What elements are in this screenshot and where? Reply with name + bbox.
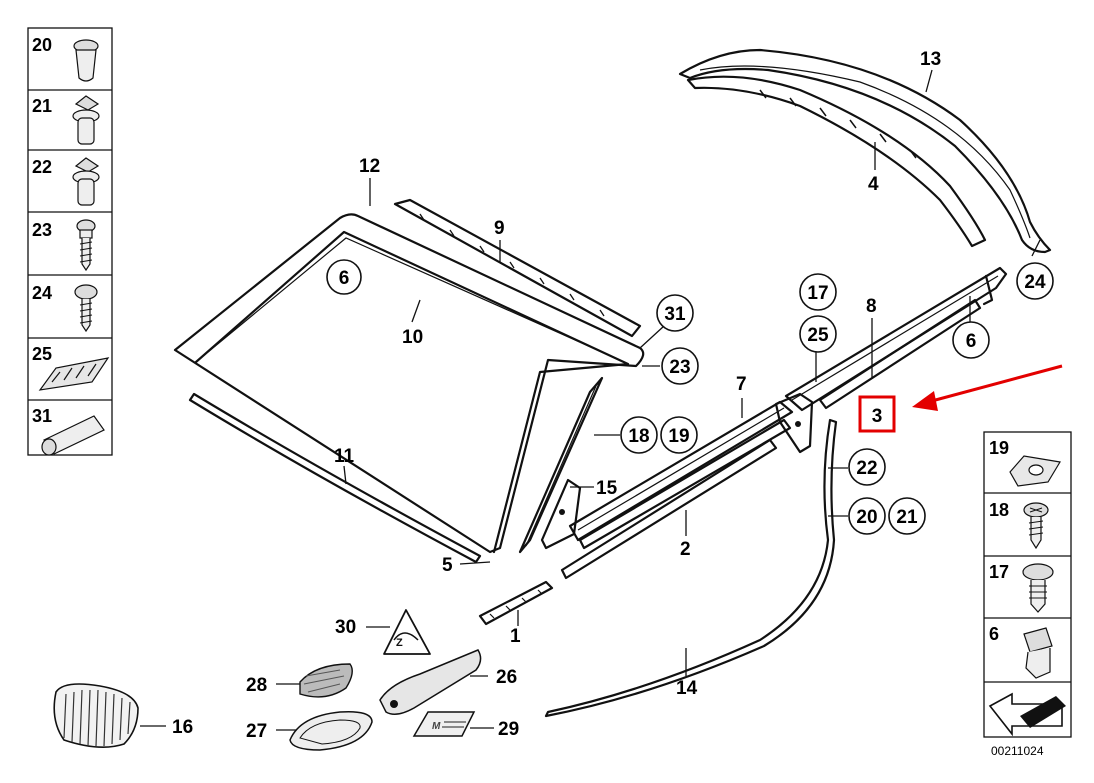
label-3: 3 — [872, 406, 883, 427]
left-panel-label-21: 21 — [32, 96, 52, 116]
svg-text:Z: Z — [396, 637, 403, 649]
circled-label-23: 23 — [669, 357, 690, 378]
red-pointer-arrow — [912, 364, 1063, 411]
left-panel-label-31: 31 — [32, 406, 52, 426]
circled-label-22: 22 — [856, 458, 877, 479]
left-panel-label-22: 22 — [32, 157, 52, 177]
bracket-3 — [774, 392, 814, 454]
a-pillar-strip — [518, 376, 604, 554]
badge-30: Z — [383, 609, 431, 655]
svg-text:M: M — [432, 721, 441, 732]
label-4: 4 — [868, 174, 879, 195]
right-panel-label-19: 19 — [989, 438, 1009, 458]
label-15: 15 — [596, 478, 618, 499]
fog-cover-27 — [289, 710, 373, 751]
circled-label-25: 25 — [807, 325, 829, 346]
roof-moulding-9 — [393, 198, 642, 338]
label-14: 14 — [676, 678, 698, 699]
push-clip-icon — [73, 39, 99, 82]
label-29: 29 — [498, 719, 519, 740]
roof-strip-4 — [686, 75, 987, 248]
clip-nut-icon — [1009, 455, 1061, 487]
screw-icon — [76, 219, 96, 272]
door-strip-2 — [560, 438, 778, 580]
label-13: 13 — [920, 49, 941, 70]
label-26: 26 — [496, 667, 517, 688]
circled-label-20: 20 — [856, 507, 877, 528]
label-8: 8 — [866, 296, 877, 317]
circled-label-6b: 6 — [966, 331, 977, 352]
left-panel-label-25: 25 — [32, 344, 52, 364]
kidney-grille-16 — [53, 683, 139, 748]
label-10: 10 — [402, 327, 423, 348]
circled-label-31: 31 — [664, 304, 686, 325]
left-panel-label-23: 23 — [32, 220, 52, 240]
left-fastener-panel: 20 21 22 23 24 25 31 — [27, 27, 113, 456]
door-strip-7 — [568, 400, 794, 550]
label-16: 16 — [172, 717, 193, 738]
label-11: 11 — [334, 446, 355, 467]
direction-arrow-icon — [988, 692, 1066, 737]
label-27: 27 — [246, 721, 267, 742]
label-30: 30 — [335, 617, 356, 638]
side-trim-26 — [379, 649, 482, 715]
label-12: 12 — [359, 156, 380, 177]
label-5: 5 — [442, 555, 453, 576]
right-panel-label-18: 18 — [989, 500, 1009, 520]
left-panel-label-24: 24 — [32, 283, 52, 303]
windshield-lower-seal-11 — [188, 392, 482, 564]
circled-label-19: 19 — [668, 426, 689, 447]
circled-label-18: 18 — [628, 426, 649, 447]
circled-label-6: 6 — [339, 268, 350, 289]
label-28: 28 — [246, 675, 267, 696]
small-strip-1 — [478, 580, 554, 626]
right-fastener-panel: 19 18 17 6 002110 — [983, 431, 1072, 758]
expanding-clip-icon — [72, 95, 100, 145]
sleeve-icon — [41, 415, 105, 456]
push-rivet-icon — [1022, 563, 1054, 613]
label-9: 9 — [494, 218, 505, 239]
grille-insert-28 — [299, 663, 353, 698]
leader-lines — [140, 69, 1041, 731]
roof-side-rail-8 — [784, 266, 1008, 412]
windshield-frame-10 — [173, 213, 645, 554]
screw-icon — [1023, 502, 1049, 550]
expanding-clip-icon — [72, 157, 100, 206]
m-emblem-29: M — [412, 711, 476, 737]
roof-strip-13 — [678, 48, 1052, 254]
screw-icon — [74, 284, 98, 333]
door-seal-14 — [544, 418, 838, 718]
clip-icon — [1023, 627, 1053, 679]
right-panel-label-6: 6 — [989, 624, 999, 644]
label-7: 7 — [736, 374, 747, 395]
right-panel-label-17: 17 — [989, 562, 1009, 582]
circled-label-17: 17 — [807, 283, 828, 304]
circled-label-21: 21 — [896, 507, 918, 528]
highlight-box — [858, 395, 896, 433]
left-panel-label-20: 20 — [32, 35, 52, 55]
circled-label-24: 24 — [1024, 272, 1046, 293]
clip-strip-icon — [38, 357, 110, 391]
label-2: 2 — [680, 539, 691, 560]
diagram-code: 00211024 — [991, 744, 1044, 758]
label-1: 1 — [510, 626, 521, 647]
